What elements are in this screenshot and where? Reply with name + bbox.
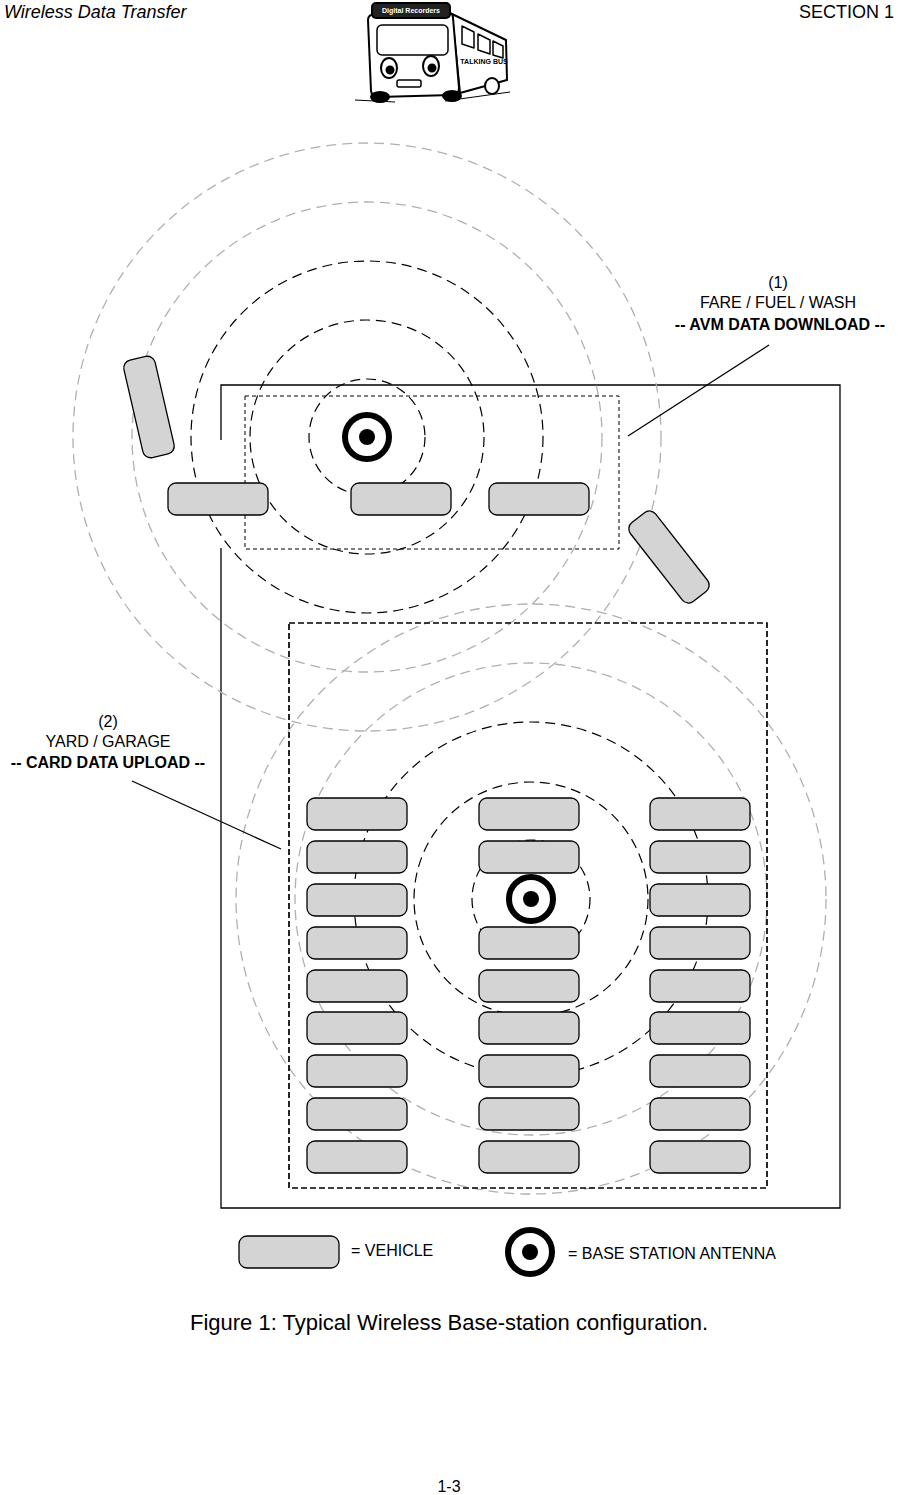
vehicle	[479, 970, 579, 1002]
legend-text: = VEHICLE	[351, 1242, 433, 1260]
base-station-antenna	[345, 415, 389, 459]
vehicle	[307, 798, 407, 830]
zone-outline	[245, 396, 619, 549]
callout-number: (1)	[766, 274, 790, 292]
vehicle	[307, 1012, 407, 1044]
vehicle	[650, 884, 750, 916]
vehicle	[650, 1055, 750, 1087]
coverage-ring	[414, 782, 648, 1016]
vehicle	[650, 798, 750, 830]
vehicle-group	[122, 355, 750, 1173]
vehicle	[626, 508, 713, 607]
vehicle	[650, 927, 750, 959]
bus-pupil	[387, 67, 394, 74]
zone-function: -- CARD DATA UPLOAD --	[9, 754, 207, 772]
leader-line	[132, 781, 281, 849]
vehicle	[479, 1012, 579, 1044]
legend-antenna-swatch	[508, 1230, 552, 1274]
leader-line	[628, 345, 769, 436]
vehicle	[168, 483, 268, 515]
vehicle	[479, 927, 579, 959]
page-number: 1-3	[437, 1478, 460, 1495]
page-header: Wireless Data Transfer	[4, 2, 187, 23]
vehicle	[307, 841, 407, 873]
zone-name: YARD / GARAGE	[43, 733, 172, 751]
bus-shadow	[355, 92, 510, 102]
vehicle	[307, 970, 407, 1002]
vehicle	[307, 927, 407, 959]
legend-vehicle-swatch	[239, 1236, 339, 1268]
zone-outline	[289, 623, 767, 1188]
legend-text: = BASE STATION ANTENNA	[568, 1245, 776, 1263]
section-label: SECTION 1	[799, 2, 894, 23]
bus-eye	[381, 58, 397, 78]
bus-sign-text: Digital Recorders	[382, 7, 440, 15]
vehicle	[307, 1141, 407, 1173]
bus-windows	[462, 26, 503, 58]
vehicle	[650, 1098, 750, 1130]
bus-eye	[423, 56, 439, 76]
bus-illustration	[355, 3, 510, 102]
bus-wheel	[485, 78, 499, 94]
vehicle	[479, 841, 579, 873]
vehicle	[479, 798, 579, 830]
bus-windshield	[377, 25, 448, 55]
site-outline	[221, 385, 840, 1208]
figure-caption: Figure 1: Typical Wireless Base-station …	[190, 1310, 708, 1335]
vehicle	[650, 1012, 750, 1044]
callout-number: (2)	[96, 713, 120, 731]
vehicle	[307, 884, 407, 916]
bus-sign	[372, 3, 450, 18]
vehicle	[122, 355, 176, 460]
bus-pupil	[429, 65, 436, 72]
bus-side-text: TALKING BUS	[460, 58, 507, 66]
zone-name: FARE / FUEL / WASH	[698, 294, 858, 312]
coverage-ring	[191, 261, 543, 613]
vehicle	[479, 1055, 579, 1087]
coverage-ring	[250, 320, 484, 554]
vehicle	[650, 841, 750, 873]
vehicle	[650, 970, 750, 1002]
vehicle	[479, 1141, 579, 1173]
vehicle	[307, 1098, 407, 1130]
vehicle	[489, 483, 589, 515]
vehicle	[351, 483, 451, 515]
bus-front	[368, 12, 459, 97]
bus-grille	[397, 80, 421, 87]
base-station-antenna	[509, 877, 553, 921]
vehicle	[479, 1098, 579, 1130]
zone-function: -- AVM DATA DOWNLOAD --	[673, 316, 887, 334]
bus-side	[452, 14, 507, 93]
coverage-ring	[73, 143, 661, 731]
vehicle	[650, 1141, 750, 1173]
coverage-ring	[236, 604, 826, 1194]
coverage-ring	[472, 840, 590, 958]
coverage-ring	[295, 663, 767, 1135]
vehicle	[307, 1055, 407, 1087]
coverage-ring	[132, 202, 602, 672]
